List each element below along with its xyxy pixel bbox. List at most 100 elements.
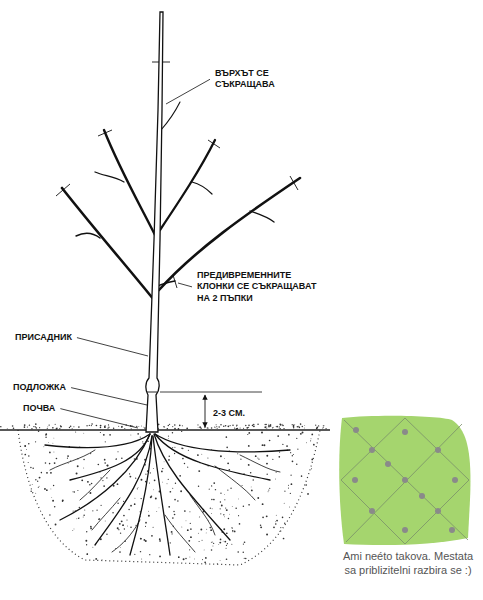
soil-dot: [199, 541, 200, 542]
soil-dot: [47, 426, 49, 428]
soil-dot: [299, 427, 301, 429]
soil-dot: [283, 428, 284, 429]
soil-dot: [290, 493, 291, 494]
soil-dot: [220, 508, 221, 509]
soil-dot: [229, 513, 231, 515]
soil-dot: [170, 542, 171, 543]
soil-dot: [134, 503, 136, 505]
soil-dot: [164, 427, 166, 429]
soil-dot: [262, 503, 264, 505]
soil-dot: [310, 440, 311, 441]
soil-dot: [243, 543, 244, 544]
label-holder: ВЪРХЪТ СЕ СЪКРАЩАВА: [214, 68, 284, 91]
soil-dot: [174, 447, 175, 448]
soil-dot: [280, 424, 282, 426]
soil-dot: [292, 460, 294, 462]
soil-dot: [277, 435, 279, 437]
soil-dot: [172, 488, 173, 489]
soil-dot: [24, 454, 26, 456]
soil-dot: [307, 493, 309, 495]
soil-dot: [216, 426, 217, 427]
soil-dot: [108, 427, 109, 428]
soil-dot: [234, 530, 236, 532]
soil-dot: [117, 451, 118, 452]
soil-dot: [313, 444, 315, 446]
soil-dot: [213, 482, 215, 484]
soil-dot: [39, 477, 41, 479]
soil-dot: [78, 517, 80, 519]
soil-dot: [220, 501, 221, 502]
soil-dot: [223, 425, 225, 427]
soil-dot: [275, 426, 277, 428]
soil-dot: [104, 426, 106, 428]
soil-dot: [224, 457, 226, 459]
soil-dot: [221, 505, 223, 507]
tree-trunk: [146, 12, 163, 432]
soil-dot: [107, 465, 109, 467]
soil-dot: [250, 486, 252, 488]
soil-dot: [292, 424, 293, 425]
soil-dot: [91, 483, 93, 485]
soil-dot: [232, 531, 234, 533]
soil-dot: [264, 424, 265, 425]
soil-dot: [247, 434, 248, 435]
soil-dot: [138, 426, 140, 428]
soil-dot: [117, 527, 119, 529]
soil-dot: [252, 425, 254, 427]
soil-dot: [220, 424, 222, 426]
soil-dot: [288, 434, 290, 436]
soil-dot: [46, 489, 48, 491]
soil-dot: [248, 432, 250, 434]
planting-hole: [18, 430, 320, 565]
soil-dot: [86, 553, 88, 555]
soil-dot: [189, 511, 190, 512]
soil-dot: [224, 499, 225, 500]
soil-dot: [266, 427, 267, 428]
soil-dot: [108, 424, 109, 425]
soil-dot: [272, 427, 273, 428]
soil-dot: [258, 459, 259, 460]
soil-dot: [89, 492, 91, 494]
soil-dot: [181, 447, 182, 448]
soil-dot: [280, 527, 281, 528]
soil-dot: [142, 441, 143, 442]
soil-dot: [73, 426, 74, 427]
soil-dot: [92, 546, 94, 548]
dimension-label: 2-3 СМ.: [212, 408, 246, 419]
soil-dot: [98, 464, 100, 466]
soil-dot: [227, 543, 228, 544]
soil-dot: [113, 427, 114, 428]
soil-dot: [245, 425, 246, 426]
soil-dot: [86, 531, 87, 532]
soil-dot: [214, 426, 215, 427]
soil-dot: [96, 510, 97, 511]
soil-dot: [190, 523, 191, 524]
soil-dot: [288, 488, 289, 489]
label-holder: 2-3 СМ.: [212, 402, 272, 420]
soil-dot: [129, 476, 131, 478]
soil-dot: [293, 454, 294, 455]
soil-dot: [187, 529, 189, 531]
soil-dot: [248, 425, 250, 427]
soil-dot: [35, 479, 36, 480]
soil-dot: [238, 515, 239, 516]
soil-dot: [235, 507, 237, 509]
soil-dot: [182, 458, 184, 460]
soil-dot: [292, 455, 293, 456]
soil-dot: [243, 551, 244, 552]
soil-dot: [311, 434, 313, 436]
soil-dot: [207, 457, 208, 458]
soil-dot: [266, 533, 268, 535]
soil-dot: [279, 423, 280, 424]
soil-dot: [207, 427, 208, 428]
soil-dot: [128, 509, 129, 510]
soil-dot: [225, 508, 226, 509]
soil-dot: [73, 528, 75, 530]
soil-dot: [74, 491, 75, 492]
soil-dot: [278, 428, 280, 430]
soil-dot: [168, 506, 170, 508]
soil-dot: [172, 447, 173, 448]
soil-dot: [257, 424, 259, 426]
soil-dot: [266, 424, 267, 425]
soil-dot: [159, 556, 161, 558]
